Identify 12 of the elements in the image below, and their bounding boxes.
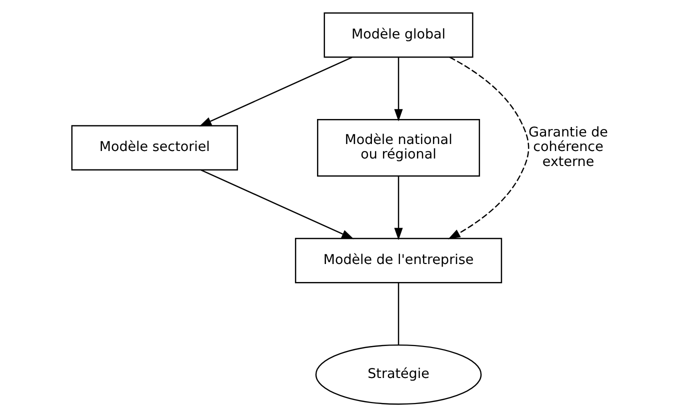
node-box: Modèle global [324, 12, 474, 58]
arrow [199, 56, 352, 126]
arrow [394, 176, 403, 240]
arrow [394, 58, 403, 122]
node-box: Modèle national ou régional [317, 118, 480, 177]
node-box: Modèle de l'entreprise [294, 238, 502, 284]
arrow [200, 169, 354, 240]
node-box: Modèle sectoriel [71, 125, 238, 170]
node-ellipse: Stratégie [315, 344, 482, 405]
connector [398, 282, 400, 345]
edge-label: Garantie de cohérence externe [528, 124, 608, 170]
arrow [448, 56, 530, 240]
